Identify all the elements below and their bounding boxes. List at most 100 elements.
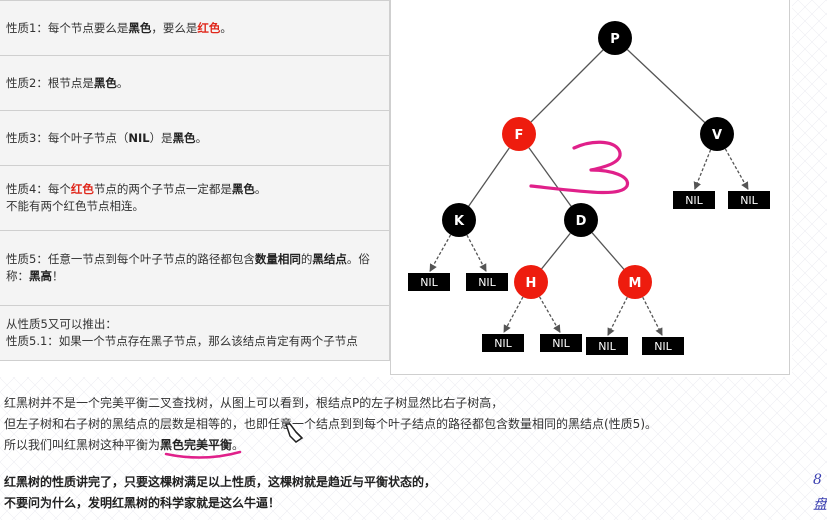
property-text-segment: ！: [52, 269, 64, 283]
nil-leaves: NIL NIL NIL NIL NIL NIL NIL NIL: [408, 191, 770, 355]
nil-leaf-label: NIL: [478, 276, 496, 289]
property-4-note: 不能有两个红色节点相连。: [6, 198, 383, 215]
node-v-label: V: [712, 128, 722, 143]
handwritten-annotation: [529, 140, 630, 195]
conclusion-line-1: 红黑树的性质讲完了，只要这棵树满足以上性质，这棵树就是趋近与平衡状态的，: [4, 475, 437, 489]
node-k-label: K: [454, 214, 465, 229]
property-text-segment: 性质4：每个: [6, 182, 71, 196]
nil-leaf-box: [466, 273, 508, 291]
property-text-segment: 黑结点: [312, 252, 347, 266]
tree-edge: [466, 234, 487, 272]
property-text-segment: 性质2：根节点是: [6, 75, 94, 90]
property-text-segment: 数量相同: [254, 252, 301, 266]
properties-panel: 性质1：每个节点要么是黑色，要么是红色。 性质2：根节点是黑色。 性质3：每个叶…: [0, 0, 792, 377]
property-3-text: 性质3：每个叶子节点（NIL）是黑色。: [6, 130, 383, 147]
property-text-segment: 。俗: [346, 252, 370, 266]
property-1-text: 性质1：每个节点要么是黑色，要么是红色。: [6, 20, 383, 37]
red-black-tree-diagram: NIL NIL NIL NIL NIL NIL NIL NIL P F V K D H M: [390, 0, 790, 375]
conclusion-paragraph: 红黑树的性质讲完了，只要这棵树满足以上性质，这棵树就是趋近与平衡状态的， 不要问…: [4, 472, 436, 514]
property-text-segment: 的: [300, 252, 313, 266]
property-text-segment: 黑色: [128, 20, 152, 35]
property-text-segment: 。: [116, 75, 129, 90]
tree-nodes: P F V K D H M: [442, 21, 734, 299]
node-d-circle: [564, 203, 598, 237]
property-5-row: 性质5：任意一节点到每个叶子节点的路径都包含数量相同的黑结点。俗 称：黑高！: [0, 231, 389, 306]
tree-edge: [626, 49, 717, 134]
property-text-segment: 不能有两个红色节点相连。: [6, 199, 144, 213]
nil-leaf-box: [642, 337, 684, 355]
node-d-label: D: [576, 214, 587, 229]
property-5-note: 称：黑高！: [6, 268, 383, 285]
tree-edge: [693, 149, 712, 190]
tree-edges: [429, 49, 749, 336]
perfect-balance-emphasis: 黑色完美平衡: [160, 438, 233, 452]
property-text-segment: 性质5：任意一节点到每个叶子节点的路径都包含: [6, 252, 255, 266]
property-text-segment: NIL: [128, 130, 150, 145]
nil-leaf-label: NIL: [685, 194, 703, 207]
side-glyph-top: 8: [813, 472, 822, 488]
nil-leaf-box: [408, 273, 450, 291]
nil-leaf-label: NIL: [494, 337, 512, 350]
property-text-segment: 黑色: [172, 130, 196, 145]
property-5-1-row: 从性质5又可以推出： 性质5.1：如果一个节点存在黑子节点，那么该结点肯定有两个…: [0, 306, 389, 361]
property-text-segment: 黑高: [29, 269, 52, 283]
node-f-circle: [502, 117, 536, 151]
property-text-segment: 称：: [6, 269, 29, 283]
property-text-segment: 黑色: [231, 182, 255, 196]
property-3-row: 性质3：每个叶子节点（NIL）是黑色。: [0, 111, 389, 166]
explanation-line-3: 所以我们叫红黑树这种平衡为黑色完美平衡。: [4, 438, 245, 452]
property-text-segment: 从性质5又可以推出：: [6, 317, 117, 331]
nil-leaf-label: NIL: [420, 276, 438, 289]
conclusion-line-2: 不要问为什么，发明红黑树的科学家就是这么牛逼！: [4, 496, 281, 510]
tree-edge: [538, 296, 561, 333]
nil-leaf-box: [482, 334, 524, 352]
node-m-circle: [618, 265, 652, 299]
explanation-line-1: 红黑树并不是一个完美平衡二叉查找树，从图上可以看到，根结点P的左子树显然比右子树…: [4, 396, 504, 410]
property-2-text: 性质2：根节点是黑色。: [6, 75, 383, 92]
nil-leaf-label: NIL: [552, 337, 570, 350]
explanation-paragraph: 红黑树并不是一个完美平衡二叉查找树，从图上可以看到，根结点P的左子树显然比右子树…: [4, 393, 657, 456]
nil-leaf-label: NIL: [740, 194, 758, 207]
node-h-circle: [514, 265, 548, 299]
property-1-row: 性质1：每个节点要么是黑色，要么是红色。: [0, 1, 389, 56]
node-h-label: H: [526, 276, 537, 291]
node-m-label: M: [629, 276, 642, 291]
property-5-1-text: 性质5.1：如果一个节点存在黑子节点，那么该结点肯定有两个子节点: [6, 333, 383, 350]
node-f-label: F: [515, 128, 524, 143]
properties-table: 性质1：每个节点要么是黑色，要么是红色。 性质2：根节点是黑色。 性质3：每个叶…: [0, 0, 390, 361]
nil-leaf-label: NIL: [654, 340, 672, 353]
property-text-segment: 性质1：每个节点要么是: [6, 20, 129, 35]
property-2-row: 性质2：根节点是黑色。: [0, 56, 389, 111]
property-text-segment: 节点的两个子节点一定都是: [93, 182, 232, 196]
property-4-text: 性质4：每个红色节点的两个子节点一定都是黑色。: [6, 181, 383, 198]
property-text-segment: 。: [220, 20, 232, 35]
tree-svg: NIL NIL NIL NIL NIL NIL NIL NIL P F V K D H M: [408, 21, 770, 355]
property-text-segment: ）是: [149, 130, 173, 145]
nil-leaf-box: [673, 191, 715, 209]
property-text-segment: 性质3：每个叶子节点（: [6, 130, 129, 145]
tree-edge: [429, 234, 452, 272]
tree-edge: [724, 148, 749, 190]
nil-leaf-label: NIL: [598, 340, 616, 353]
nil-leaf-box: [586, 337, 628, 355]
node-k-circle: [442, 203, 476, 237]
node-p-circle: [598, 21, 632, 55]
side-glyph-bottom: 盘: [813, 497, 827, 513]
tree-edge: [503, 296, 524, 333]
property-text-segment: 红色: [197, 20, 221, 35]
explanation-line-2: 但左子树和右子树的黑结点的层数是相等的，也即任意一个结点到到每个叶子结点的路径都…: [4, 417, 658, 431]
property-text-segment: 黑色: [93, 75, 117, 90]
property-text-segment: 红色: [70, 182, 94, 196]
property-5-text: 性质5：任意一节点到每个叶子节点的路径都包含数量相同的黑结点。俗: [6, 251, 383, 268]
nil-leaf-box: [728, 191, 770, 209]
property-4-row: 性质4：每个红色节点的两个子节点一定都是黑色。 不能有两个红色节点相连。: [0, 166, 389, 231]
property-text-segment: 性质5.1：如果一个节点存在黑子节点，那么该结点肯定有两个子节点: [6, 334, 358, 348]
property-text-segment: ，要么是: [151, 20, 198, 35]
nil-leaf-box: [540, 334, 582, 352]
tree-edge: [607, 296, 628, 336]
node-p-label: P: [610, 32, 620, 47]
tree-edge: [642, 296, 663, 336]
node-v-circle: [700, 117, 734, 151]
tree-edge: [519, 49, 604, 134]
property-text-segment: 。: [195, 130, 208, 145]
